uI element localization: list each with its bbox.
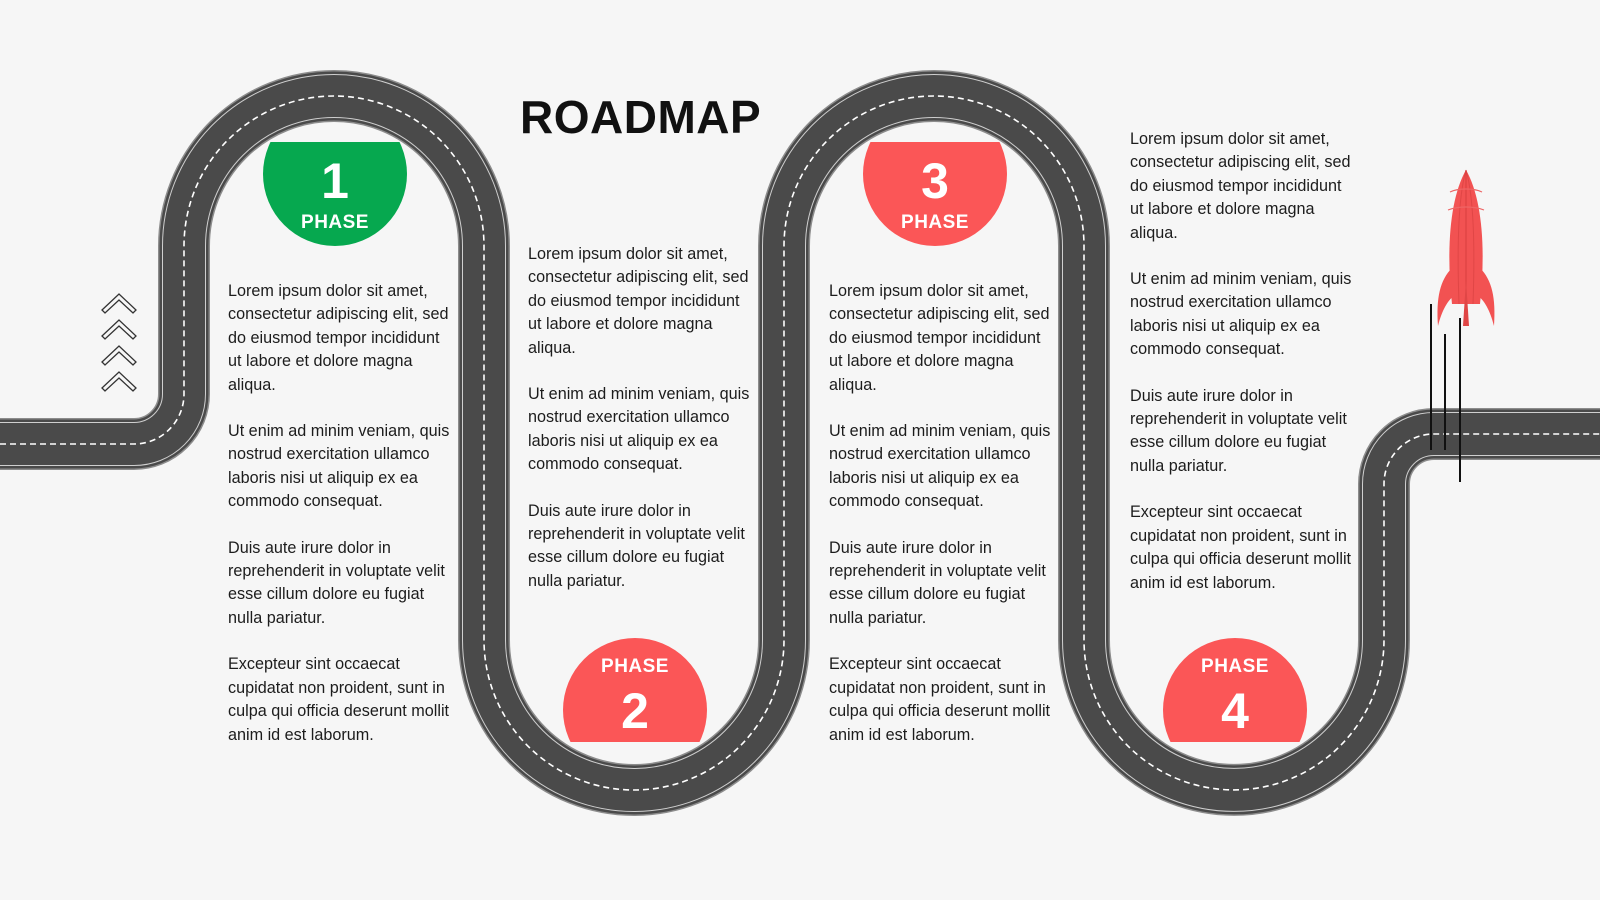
rocket-icon	[1430, 169, 1495, 482]
phase-3-paragraph: Lorem ipsum dolor sit amet, consectetur …	[829, 282, 1050, 394]
phase-2-paragraph: Duis aute irure dolor in reprehenderit i…	[528, 501, 745, 590]
phase-2-text: Lorem ipsum dolor sit amet, consectetur …	[528, 243, 756, 616]
phase-3-paragraph: Duis aute irure dolor in reprehenderit i…	[829, 538, 1046, 627]
phase-4-badge: PHASE 4	[1163, 638, 1307, 742]
phase-3-text: Lorem ipsum dolor sit amet, consectetur …	[829, 280, 1057, 770]
phase-1-paragraph: Duis aute irure dolor in reprehenderit i…	[228, 538, 445, 627]
phase-3-badge: 3 PHASE	[863, 142, 1007, 246]
phase-3-paragraph: Excepteur sint occaecat cupidatat non pr…	[829, 655, 1051, 744]
phase-2-label: PHASE	[601, 656, 669, 677]
phase-3-number: 3	[921, 153, 949, 209]
phase-4-label: PHASE	[1201, 656, 1269, 677]
page-title: ROADMAP	[520, 91, 762, 143]
phase-1-paragraph: Excepteur sint occaecat cupidatat non pr…	[228, 655, 450, 744]
phase-4-text: Lorem ipsum dolor sit amet, consectetur …	[1130, 128, 1358, 618]
phase-4-paragraph: Ut enim ad minim veniam, quis nostrud ex…	[1130, 270, 1352, 359]
phase-4-paragraph: Excepteur sint occaecat cupidatat non pr…	[1130, 503, 1352, 592]
phase-1-paragraph: Lorem ipsum dolor sit amet, consectetur …	[228, 282, 449, 394]
phase-4-paragraph: Lorem ipsum dolor sit amet, consectetur …	[1130, 130, 1351, 242]
phase-3-label: PHASE	[901, 212, 969, 233]
phase-4-paragraph: Duis aute irure dolor in reprehenderit i…	[1130, 386, 1347, 475]
phase-2-paragraph: Lorem ipsum dolor sit amet, consectetur …	[528, 245, 749, 357]
phase-2-badge: PHASE 2	[563, 638, 707, 742]
phase-1-badge: 1 PHASE	[263, 142, 407, 246]
chevrons-up-icon	[101, 293, 137, 392]
phase-2-paragraph: Ut enim ad minim veniam, quis nostrud ex…	[528, 385, 750, 474]
phase-2-number: 2	[621, 683, 649, 739]
phase-1-paragraph: Ut enim ad minim veniam, quis nostrud ex…	[228, 422, 450, 511]
phase-1-label: PHASE	[301, 212, 369, 233]
phase-4-number: 4	[1221, 683, 1249, 739]
phase-1-number: 1	[321, 153, 349, 209]
phase-3-paragraph: Ut enim ad minim veniam, quis nostrud ex…	[829, 422, 1051, 511]
phase-1-text: Lorem ipsum dolor sit amet, consectetur …	[228, 280, 456, 770]
